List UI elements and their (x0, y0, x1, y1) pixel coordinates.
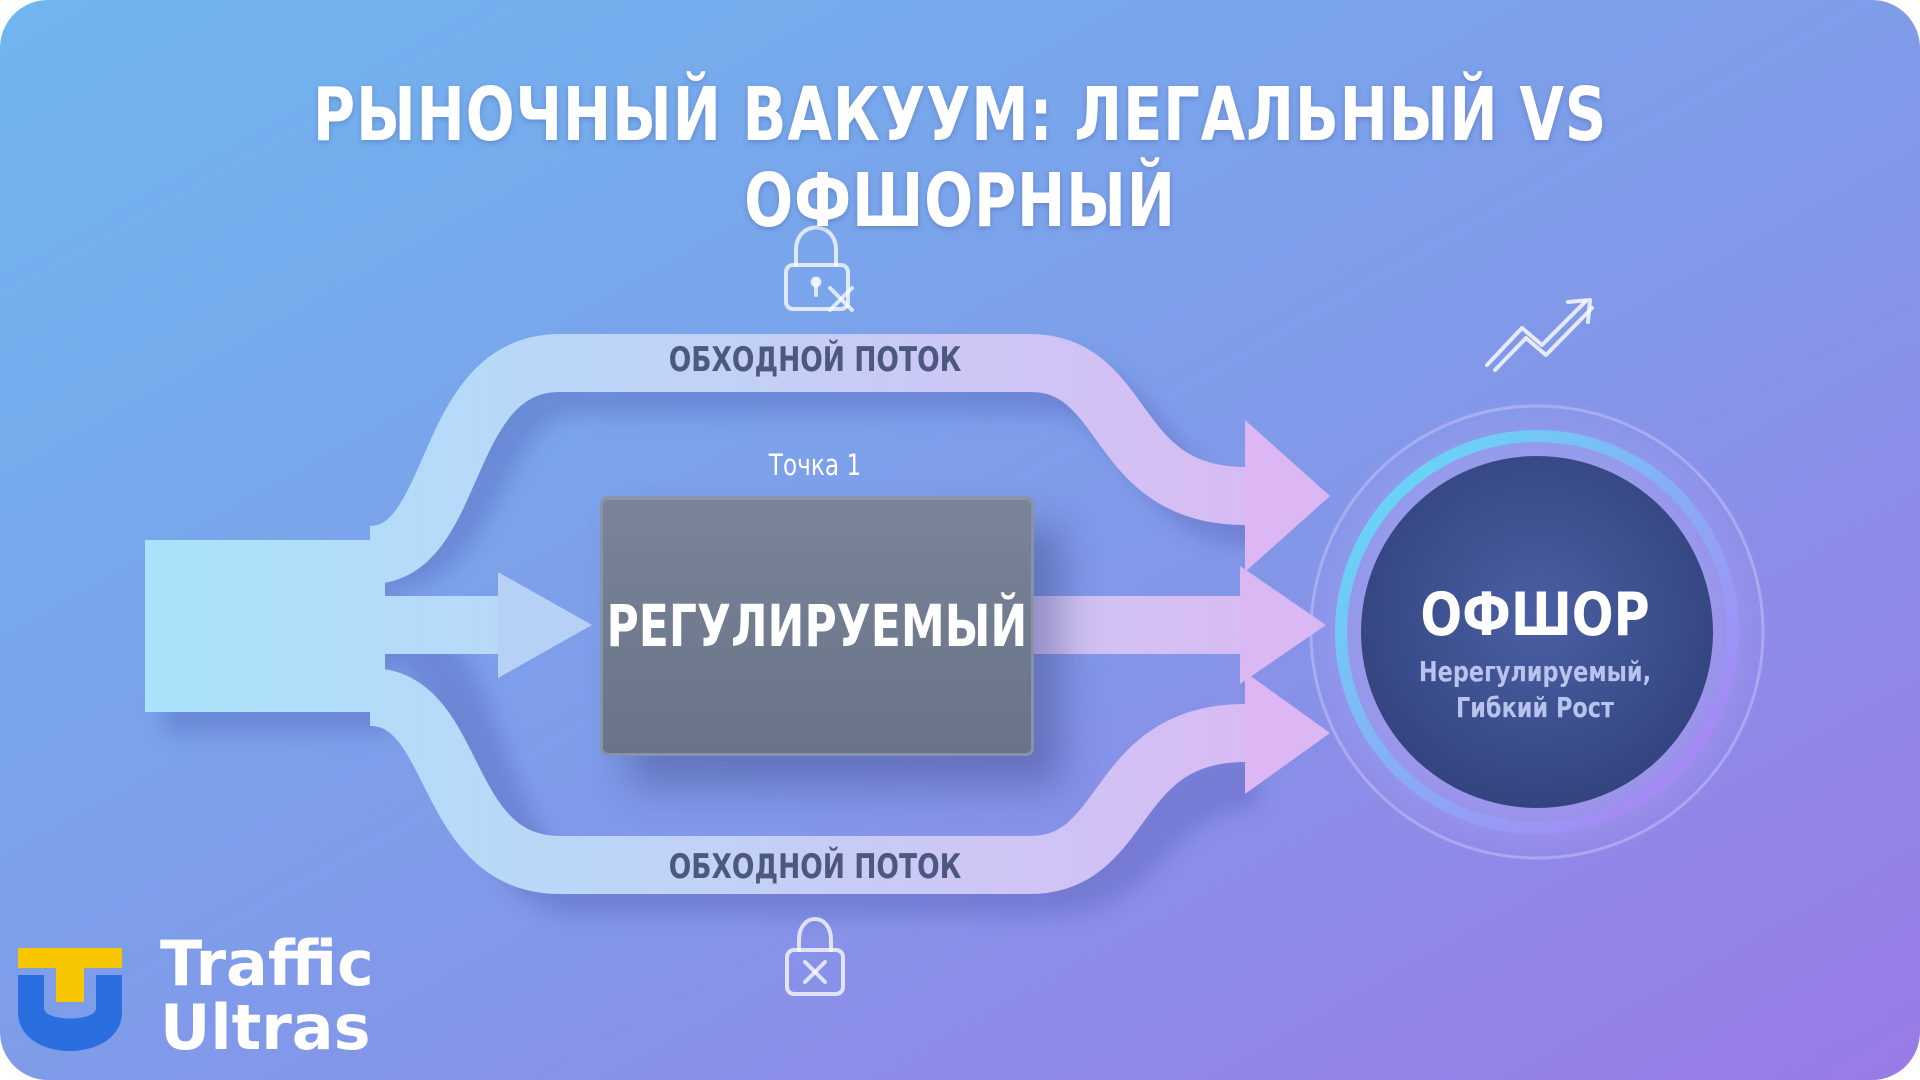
middle-flow-out-arrowhead (1240, 566, 1326, 684)
point-label: Точка 1 (768, 448, 862, 482)
page-title: РЫНОЧНЫЙ ВАКУУМ: ЛЕГАЛЬНЫЙ VS ОФШОРНЫЙ (312, 72, 1608, 244)
offshore-subtitle: Нерегулируемый, Гибкий Рост (1415, 654, 1655, 726)
bottom-flow-arrowhead (1245, 672, 1330, 794)
traffic-ultras-logo-icon (18, 948, 122, 1051)
regulated-label: РЕГУЛИРУЕМЫЙ (606, 592, 1028, 660)
offshore-circle (1361, 456, 1713, 808)
brand-wordmark: Traffic Ultras (160, 932, 374, 1060)
bottom-bypass-flow (367, 668, 1247, 894)
offshore-text: ОФШОР Нерегулируемый, Гибкий Рост (1385, 580, 1685, 726)
top-flow-arrowhead (1245, 420, 1330, 572)
trend-up-icon (1485, 298, 1594, 372)
flow-source-block (145, 540, 385, 712)
lock-closed-icon (785, 917, 845, 996)
offshore-ring (1335, 430, 1739, 834)
regulated-box: РЕГУЛИРУЕМЫЙ (600, 496, 1034, 756)
brand-line2: Ultras (160, 991, 371, 1064)
brand-line1: Traffic (160, 927, 374, 1000)
top-bypass-flow (367, 334, 1247, 584)
offshore-title: ОФШОР (1420, 580, 1650, 650)
offshore-subtitle-line2: Гибкий Рост (1455, 691, 1615, 724)
bottom-flow-label: ОБХОДНОЙ ПОТОК (668, 847, 962, 887)
middle-flow-in (370, 596, 500, 654)
lock-blocked-icon (784, 225, 854, 312)
offshore-subtitle-line1: Нерегулируемый, (1418, 655, 1652, 688)
middle-flow-out (1030, 596, 1245, 654)
top-flow-label: ОБХОДНОЙ ПОТОК (668, 340, 962, 380)
